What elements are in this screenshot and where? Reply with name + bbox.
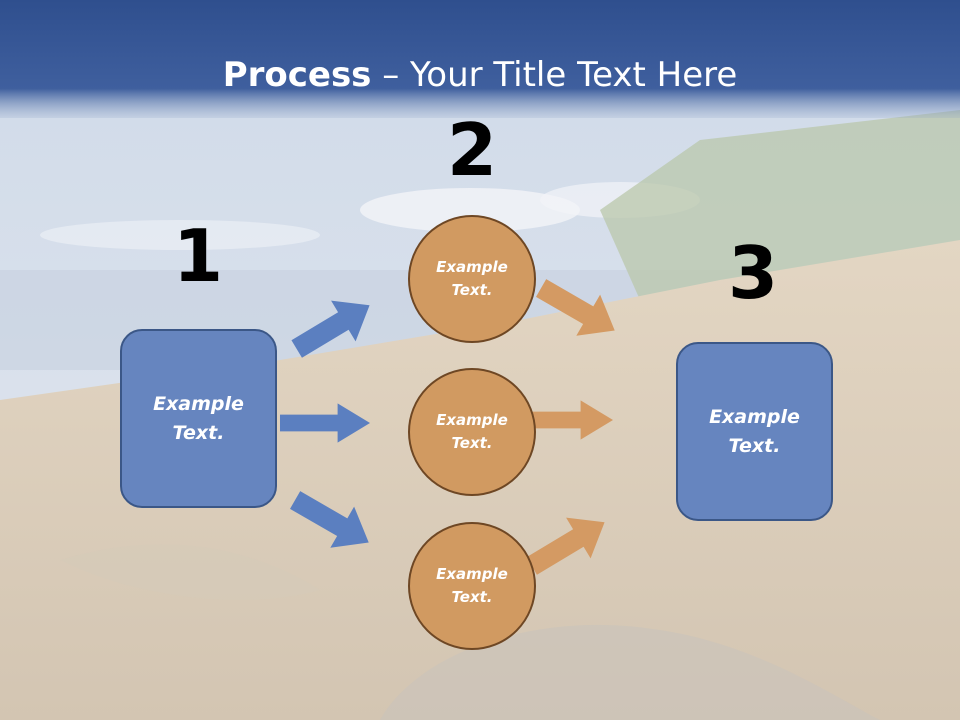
- step-3-box-label: Example Text.: [709, 405, 800, 457]
- step-1-box-label: Example Text.: [153, 392, 244, 444]
- step-number-1: 1: [172, 214, 224, 298]
- step-2-circle-bottom: Example Text.: [408, 522, 536, 650]
- step-3-box: Example Text.: [676, 342, 833, 521]
- step-number-2: 2: [446, 108, 498, 192]
- arrow-2b-to-3: [523, 400, 613, 440]
- step-2-circle-top-label: Example Text.: [436, 258, 508, 299]
- arrow-2c-to-3: [526, 517, 605, 575]
- arrow-1-to-2a: [291, 300, 370, 358]
- arrow-2a-to-3: [536, 279, 615, 336]
- arrow-1-to-2b: [280, 403, 370, 443]
- step-1-box: Example Text.: [120, 329, 277, 508]
- step-2-circle-bottom-label: Example Text.: [436, 565, 508, 606]
- title-bold-part: Process: [222, 55, 372, 95]
- step-2-circle-middle-label: Example Text.: [436, 411, 508, 452]
- step-2-circle-middle: Example Text.: [408, 368, 536, 496]
- step-2-circle-top: Example Text.: [408, 215, 536, 343]
- title-rest-part: – Your Title Text Here: [371, 55, 738, 95]
- step-number-3: 3: [727, 231, 779, 315]
- arrow-1-to-2c: [290, 491, 369, 548]
- slide-title: Process – Your Title Text Here: [0, 50, 960, 100]
